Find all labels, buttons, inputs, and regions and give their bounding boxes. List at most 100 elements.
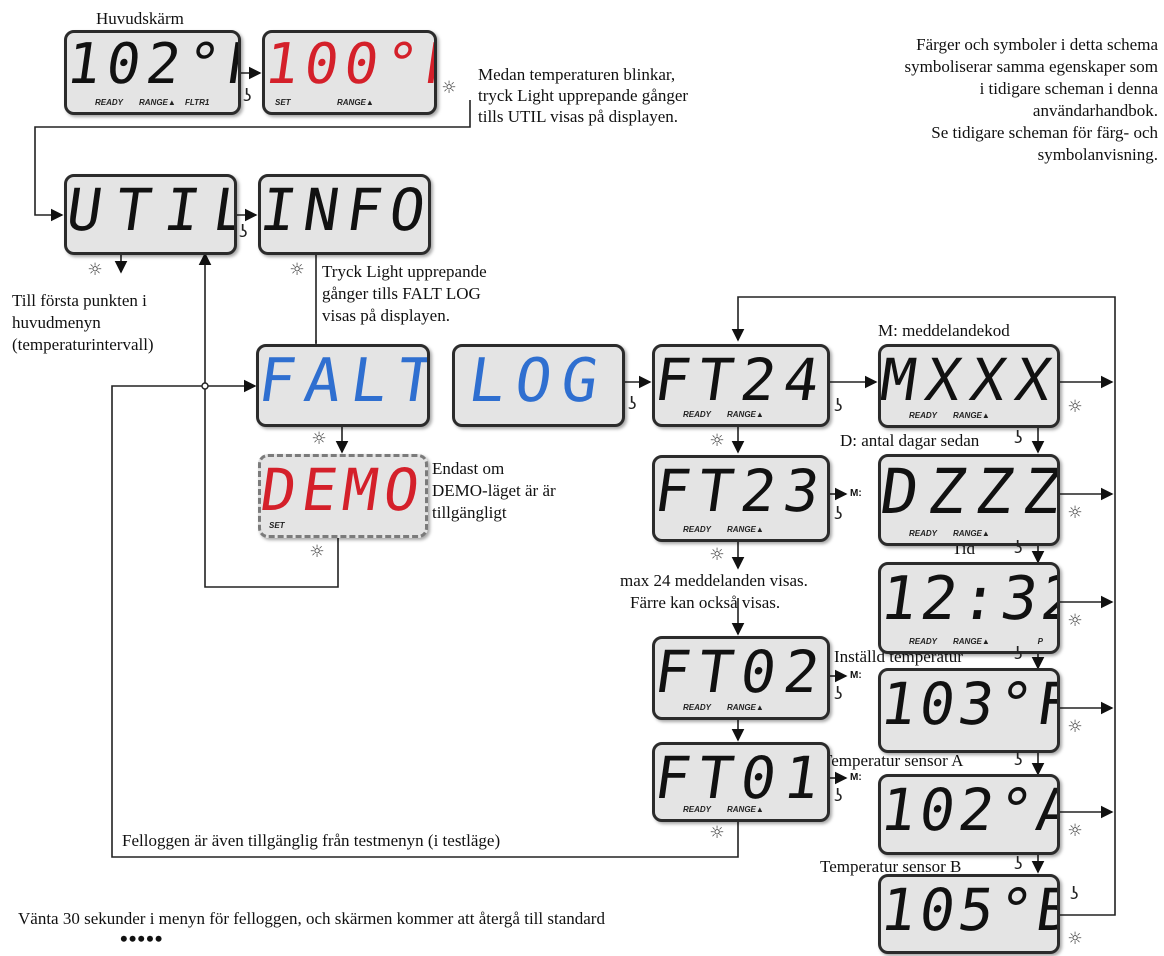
demo-note-3: tillgängligt [432,503,507,522]
sun-icon[interactable]: ☼ [709,431,725,451]
faltlog-note-3: visas på displayen. [322,306,450,325]
lcd-dzzz-tag-ready: READY [909,529,938,538]
faltlog-note-1: Tryck Light upprepande [322,262,487,281]
sun-icon[interactable]: ☼ [1067,929,1083,949]
sensor-b-label: Temperatur sensor B [820,857,962,876]
hook-icon[interactable]: ʖ [1014,644,1023,664]
blink-note-1: Medan temperaturen blinkar, [478,65,676,84]
sun-icon[interactable]: ☼ [441,78,457,98]
lcd-time-text: 12:32 [878,564,1060,634]
testmenu-note: Felloggen är även tillgänglig från testm… [122,831,501,850]
lcd-ft24-text: FT24 [652,346,830,414]
hook-icon[interactable]: ʖ [834,396,843,416]
lcd-set-100-text: 100°F [262,32,437,97]
lcd-ft01-tag-ready: READY [683,805,712,814]
lcd-ft23: FT23 READY RANGE▲ [652,455,830,542]
lcd-home-tag-ready: READY [95,98,124,107]
legend-note-6: symbolanvisning. [1037,145,1158,164]
lcd-ft23-tag-ready: READY [683,525,712,534]
max-note-1: max 24 meddelanden visas. [620,571,808,590]
lcd-ft24-tag-ready: READY [683,410,712,419]
legend-note-1: Färger och symboler i detta schema [916,35,1158,54]
lcd-set-100-tag-range: RANGE▲ [337,98,374,107]
lcd-set-100-tag-set: SET [275,98,291,107]
sun-icon[interactable]: ☼ [1067,821,1083,841]
main-screen-label: Huvudskärm [96,9,184,28]
lcd-home-text: 102°F [64,32,241,97]
lcd-sensor-b-text: 105°B [878,876,1060,944]
lcd-ft02-tag-range: RANGE▲ [727,703,764,712]
sun-icon[interactable]: ☼ [1067,611,1083,631]
lcd-mxxx-tag-range: RANGE▲ [953,411,990,420]
sun-icon[interactable]: ☼ [309,542,325,562]
lcd-set-100: 100°F SET RANGE▲ [262,30,437,115]
hook-icon[interactable]: ʖ [1070,884,1079,904]
lcd-sensor-b: 105°B [878,874,1060,954]
lcd-dzzz-text: DZZZ [878,455,1060,528]
lcd-ft01-text: FT01 [652,744,830,812]
demo-note-1: Endast om [432,459,505,478]
message-code-label: M: meddelandekod [878,321,1010,340]
lcd-demo-tag-set: SET [269,521,285,530]
lcd-ft23-text: FT23 [652,457,830,525]
blink-note-2: tryck Light upprepande gånger [478,86,689,105]
sun-icon[interactable]: ☼ [1067,397,1083,417]
sun-icon[interactable]: ☼ [289,260,305,280]
sun-icon[interactable]: ☼ [709,823,725,843]
hook-icon[interactable]: ʖ [1014,750,1023,770]
lcd-util: UTIL [64,174,237,255]
sun-icon[interactable]: ☼ [311,429,327,449]
lcd-demo-text: DEMO [258,456,428,524]
days-since-label: D: antal dagar sedan [840,431,980,450]
lcd-falt-text: FALT [256,346,430,416]
lcd-util-text: UTIL [64,176,237,244]
lcd-time-tag-ready: READY [909,637,938,646]
sun-icon[interactable]: ☼ [1067,503,1083,523]
lcd-mxxx-text: MXXX [878,346,1060,414]
m-tag: M: [850,670,862,681]
hook-icon[interactable]: ʖ [243,86,252,106]
lcd-ft01: FT01 READY RANGE▲ [652,742,830,822]
sun-icon[interactable]: ☼ [1067,717,1083,737]
lcd-home-tag-range: RANGE▲ [139,98,176,107]
m-tag: M: [850,772,862,783]
lcd-ft23-tag-range: RANGE▲ [727,525,764,534]
legend-note-2: symboliserar samma egenskaper som [904,57,1158,76]
hook-icon[interactable]: ʖ [834,786,843,806]
m-tag: M: [850,488,862,499]
sun-icon[interactable]: ☼ [709,545,725,565]
first-item-note-2: huvudmenyn [12,313,101,332]
wait-note: Vänta 30 sekunder i menyn för felloggen,… [18,909,605,928]
lcd-home: 102°F READY RANGE▲ FLTR1 [64,30,241,115]
lcd-ft02-text: FT02 [652,638,830,706]
max-note-2: Färre kan också visas. [630,593,781,612]
lcd-mxxx: MXXX READY RANGE▲ [878,344,1060,428]
hook-icon[interactable]: ʖ [1014,854,1023,874]
lcd-set-temp: 103°F [878,668,1060,753]
lcd-log: LOG [452,344,625,427]
hook-icon[interactable]: ʖ [834,504,843,524]
sensor-a-label: Temperatur sensor A [822,751,964,770]
hook-icon[interactable]: ʖ [628,394,637,414]
lcd-demo: DEMO SET [258,454,428,538]
hook-icon[interactable]: ʖ [239,222,248,242]
lcd-time-tag-p: P [1037,637,1043,646]
sun-icon[interactable]: ☼ [87,260,103,280]
hook-icon[interactable]: ʖ [834,684,843,704]
lcd-set-temp-text: 103°F [878,670,1060,738]
lcd-time-tag-range: RANGE▲ [953,637,990,646]
lcd-info-text: INFO [258,176,431,244]
lcd-ft24-tag-range: RANGE▲ [727,410,764,419]
lcd-mxxx-tag-ready: READY [909,411,938,420]
hook-icon[interactable]: ʖ [1014,428,1023,448]
lcd-ft02: FT02 READY RANGE▲ [652,636,830,720]
lcd-falt: FALT [256,344,430,427]
lcd-log-text: LOG [464,346,613,416]
lcd-ft01-tag-range: RANGE▲ [727,805,764,814]
lcd-sensor-a: 102°A [878,774,1060,855]
first-item-note-3: (temperaturintervall) [12,335,154,354]
hook-icon[interactable]: ʖ [1014,538,1023,558]
legend-note-3: i tidigare scheman i denna [979,79,1158,98]
lcd-info: INFO [258,174,431,255]
lcd-sensor-a-text: 102°A [878,776,1060,844]
